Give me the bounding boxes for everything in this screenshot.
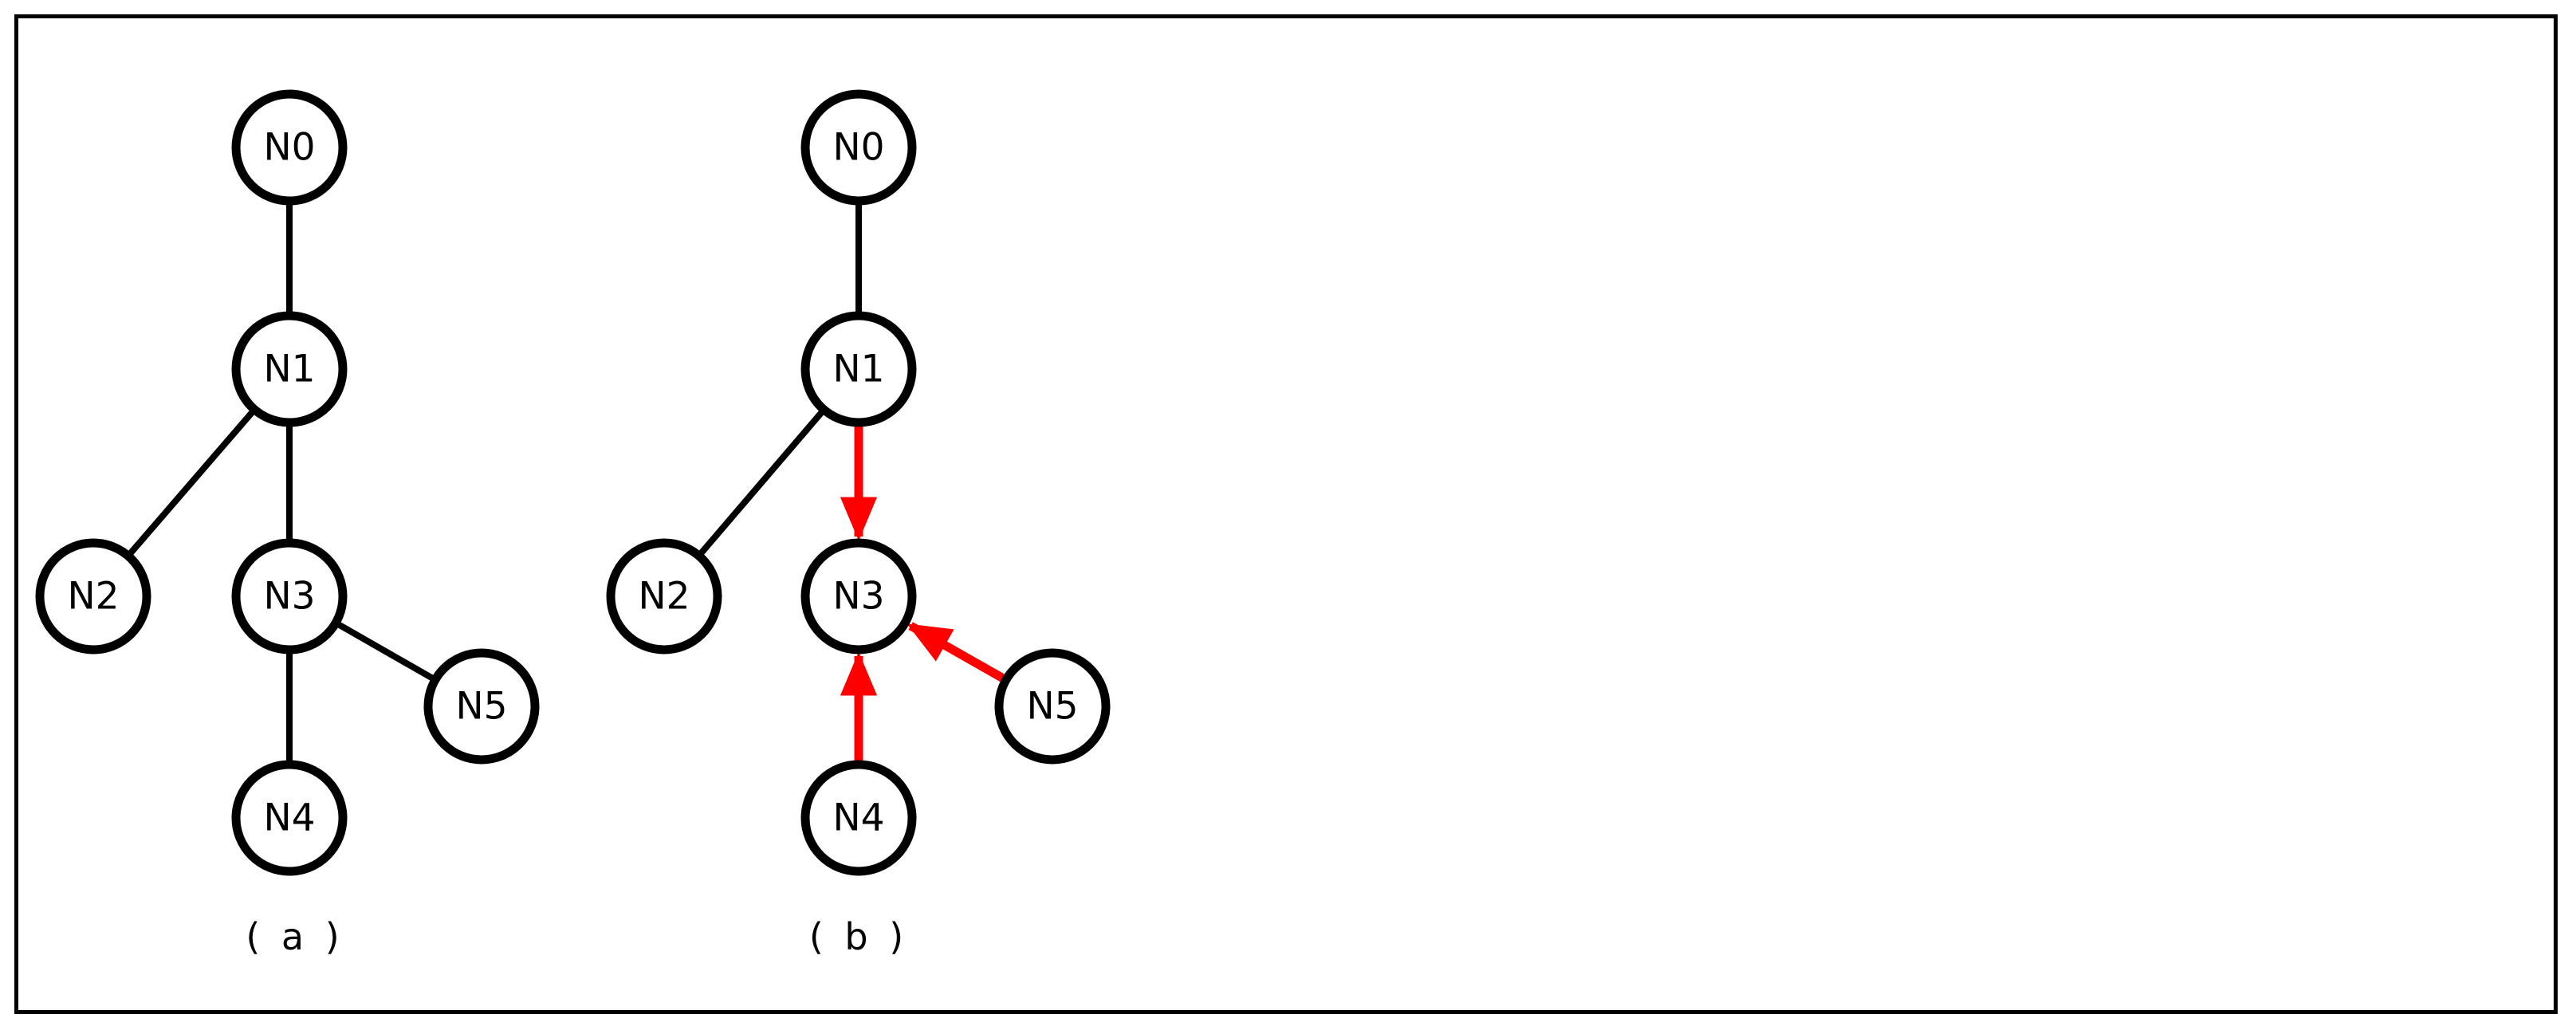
node-b-N2[interactable]	[606, 538, 722, 655]
edge-a-N3-N5	[334, 619, 437, 683]
node-b-N4[interactable]	[800, 760, 917, 876]
figure-outer-border	[14, 14, 2558, 1014]
node-a-N4[interactable]	[231, 760, 348, 876]
node-a-N1[interactable]	[231, 311, 348, 427]
node-b-N5[interactable]	[994, 648, 1111, 765]
nodes-layer	[35, 89, 1111, 876]
panel-caption-b: ( b )	[808, 915, 909, 958]
edge-b-N5-N3	[907, 622, 1009, 684]
panel-caption-a: ( a )	[246, 915, 344, 958]
node-b-N3[interactable]	[800, 538, 917, 655]
node-b-N1[interactable]	[800, 311, 917, 427]
edge-a-N1-N2	[125, 407, 258, 558]
node-a-N3[interactable]	[231, 538, 348, 655]
edge-b-N1-N2	[696, 407, 827, 558]
node-b-N0[interactable]	[800, 89, 917, 206]
edges-layer	[125, 201, 1009, 765]
node-a-N0[interactable]	[231, 89, 348, 206]
node-a-N5[interactable]	[423, 648, 540, 765]
node-a-N2[interactable]	[35, 538, 151, 655]
